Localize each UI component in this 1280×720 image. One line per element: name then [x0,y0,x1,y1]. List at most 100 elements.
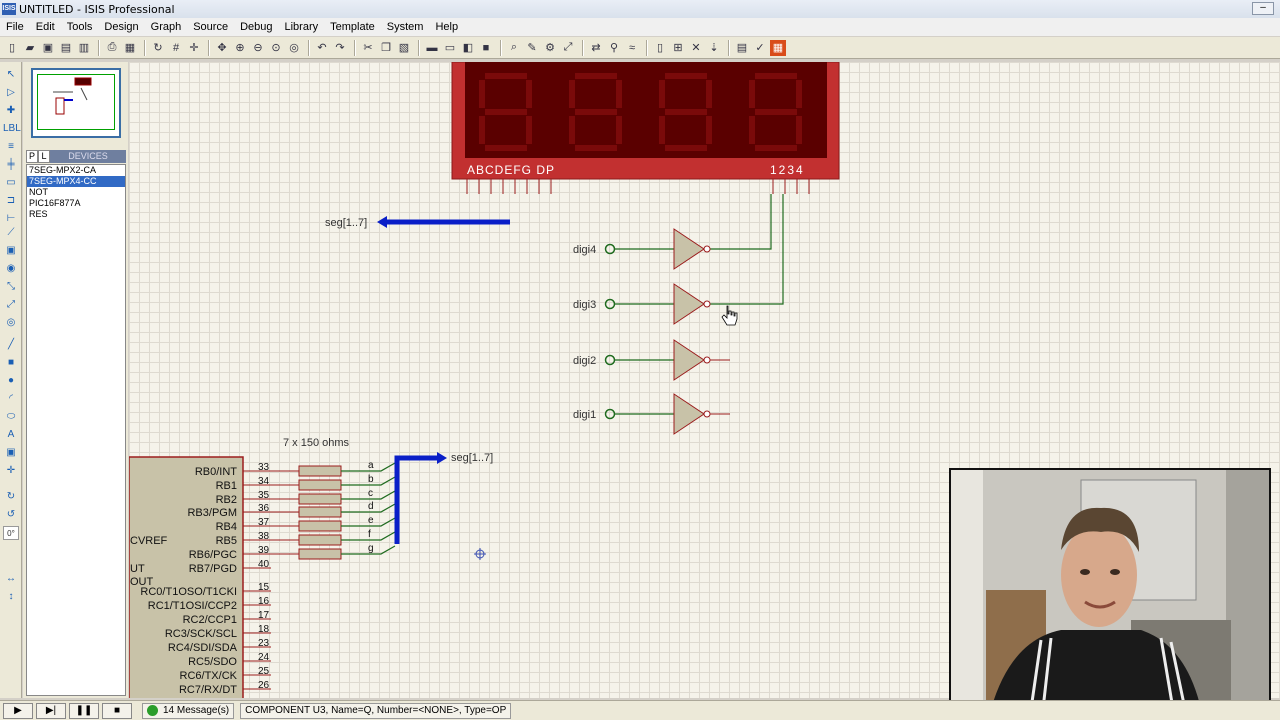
mirror-x-icon[interactable]: ↔ [6,573,16,584]
generator-icon[interactable]: ◉ [6,263,16,274]
zoom-in-icon[interactable]: ⊕ [235,42,245,54]
menu-tools[interactable]: Tools [66,21,93,33]
bus-icon[interactable]: ╪ [7,159,15,170]
segment-wire[interactable] [341,517,396,527]
menu-file[interactable]: File [6,21,24,33]
open-folder-icon[interactable]: ▰ [25,42,35,54]
package-tool-icon[interactable]: ⚙ [545,42,555,54]
text-script-icon[interactable]: ≡ [8,141,14,152]
play-button[interactable]: ▶ [3,702,33,719]
menu-help[interactable]: Help [435,21,459,33]
import-icon[interactable]: ▤ [60,42,72,54]
device-item[interactable]: NOT [29,187,48,197]
new-file-icon[interactable]: ▯ [8,42,16,54]
voltage-probe-icon[interactable]: ⤡ [7,281,15,292]
resistor[interactable] [298,493,342,505]
block-delete-icon[interactable]: ■ [482,41,490,54]
menu-library[interactable]: Library [284,21,319,33]
graph-icon[interactable]: ⟋ [7,227,15,238]
zoom-all-icon[interactable]: ⊙ [271,42,281,54]
origin-icon[interactable]: ✛ [189,42,199,54]
device-pins-icon[interactable]: ⊢ [6,213,16,224]
pause-button[interactable]: ❚❚ [69,702,99,719]
print-icon[interactable]: ⎙ [107,41,117,53]
segment-wire[interactable] [341,462,396,472]
decompose-icon[interactable]: ⤢ [563,41,573,53]
refresh-icon[interactable]: ↻ [153,42,163,54]
cut-icon[interactable]: ✂ [363,42,373,54]
device-item[interactable]: PIC16F877A [29,198,81,208]
wire-autorouter-icon[interactable]: ⇄ [591,42,601,54]
tape-recorder-icon[interactable]: ▣ [6,245,16,256]
bill-of-materials-icon[interactable]: ▤ [736,42,748,54]
marker-icon[interactable]: ✛ [6,465,16,476]
mirror-y-icon[interactable]: ↕ [8,591,14,602]
text-icon[interactable]: A [7,429,15,440]
overview-window[interactable] [31,68,121,138]
device-item[interactable]: RES [29,209,48,219]
new-sheet-icon[interactable]: ▯ [656,42,664,54]
redo-icon[interactable]: ↷ [335,42,345,54]
save-icon[interactable]: ▣ [42,42,54,54]
step-button[interactable]: ▶| [36,702,66,719]
menu-system[interactable]: System [386,21,424,33]
bus-seg-bottom[interactable]: seg[1..7] [394,452,493,544]
circle-icon[interactable]: ● [7,375,15,386]
arc-icon[interactable]: ◜ [9,393,13,404]
zoom-out-icon[interactable]: ⊖ [253,42,263,54]
resistor[interactable] [298,506,342,518]
copy-icon[interactable]: ❐ [381,42,391,54]
grid-icon[interactable]: # [172,41,180,54]
seven-segment-display[interactable]: ABCDEFG DP 1234 [451,62,840,194]
add-sheet-icon[interactable]: ⊞ [673,42,683,54]
resistor[interactable] [298,479,342,491]
terminals-icon[interactable]: ⊐ [6,195,16,206]
not-gate-digi4[interactable]: digi4 [573,228,711,270]
library-manager-tab[interactable]: L [38,150,50,163]
digit-wires[interactable] [709,194,784,305]
symbol-icon[interactable]: ▣ [6,447,16,458]
minimize-button[interactable]: – [1252,2,1274,15]
electrical-check-icon[interactable]: ✓ [755,42,765,54]
rotate-cw-icon[interactable]: ↻ [6,491,16,502]
block-move-icon[interactable]: ▭ [444,42,456,54]
box-icon[interactable]: ■ [7,357,15,368]
segment-wire[interactable] [341,490,396,500]
bus-seg-top[interactable]: seg[1..7] [325,216,510,229]
component-mode-icon[interactable]: ▷ [7,87,15,98]
selection-mode-icon[interactable]: ↖ [6,69,16,80]
not-gate-digi1[interactable]: digi1 [573,393,730,435]
netlist-ares-icon[interactable]: ▦ [770,39,786,56]
pick-devices-tab[interactable]: P [26,150,38,163]
block-rotate-icon[interactable]: ◧ [462,42,474,54]
resistor[interactable] [298,465,342,477]
pan-icon[interactable]: ✥ [217,42,227,54]
rotate-ccw-icon[interactable]: ↺ [6,509,16,520]
device-item-selected[interactable]: 7SEG-MPX4-CC [27,176,125,187]
remove-sheet-icon[interactable]: ✕ [691,42,701,54]
segment-wire[interactable] [341,476,396,486]
search-tag-icon[interactable]: ⚲ [609,42,619,54]
device-item[interactable]: 7SEG-MPX2-CA [29,165,97,175]
undo-icon[interactable]: ↶ [317,42,327,54]
export-icon[interactable]: ▥ [78,42,90,54]
segment-wire[interactable] [341,531,396,541]
not-gate-digi2[interactable]: digi2 [573,339,730,381]
segment-wire[interactable] [341,545,396,555]
menu-source[interactable]: Source [193,21,229,33]
resistor[interactable] [298,548,342,560]
pic16f877a-chip[interactable]: CVREF UT OUT [129,456,244,698]
subcircuit-icon[interactable]: ▭ [6,177,16,188]
not-gate-digi3[interactable]: digi3 [573,283,711,325]
print-area-icon[interactable]: ▦ [124,42,136,54]
current-probe-icon[interactable]: ⤢ [7,299,15,310]
virtual-instruments-icon[interactable]: ◎ [6,317,16,328]
make-device-icon[interactable]: ✎ [527,42,537,54]
resistor[interactable] [298,520,342,532]
goto-sheet-icon[interactable]: ⇣ [709,42,719,54]
segment-wire[interactable] [341,503,396,513]
block-copy-icon[interactable]: ▬ [426,41,438,54]
menu-debug[interactable]: Debug [240,21,273,33]
paste-icon[interactable]: ▧ [398,42,410,54]
